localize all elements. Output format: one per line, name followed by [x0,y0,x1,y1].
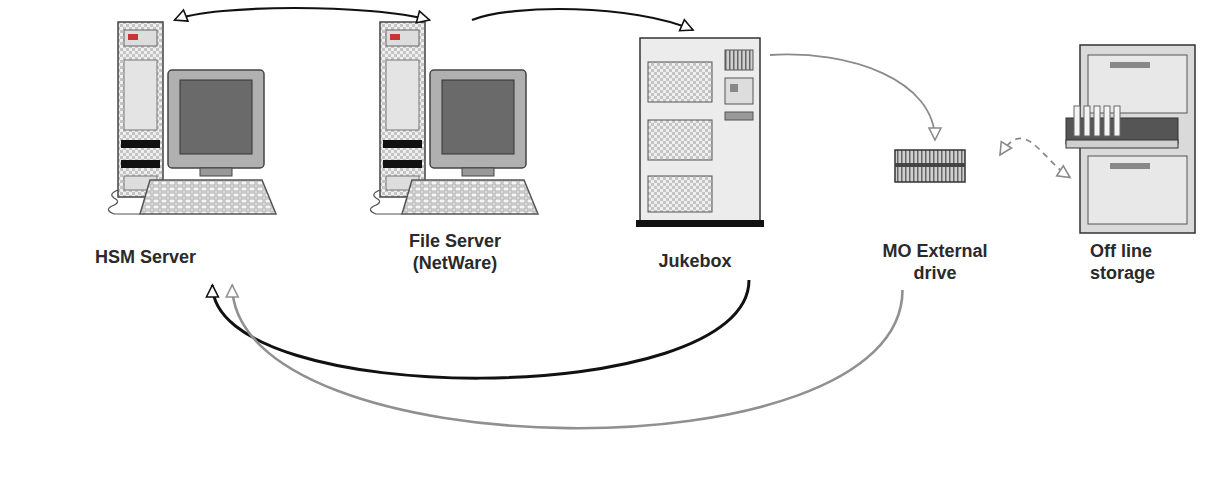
flow-arrow [1000,138,1070,177]
mo-drive [895,150,965,182]
storage-cabinet [1066,45,1195,233]
flow-arrow [472,9,693,30]
device-node: MO External drive [870,140,1000,290]
jukebox-cabinet [636,38,764,227]
flow-arrow [175,8,430,20]
device-node: Jukebox [630,30,770,280]
hsm-computer [108,22,276,214]
device-label: File Server (NetWare) [395,230,515,274]
device-node: HSM Server [90,20,270,285]
device-label: Off line storage [1090,240,1182,284]
device-label: MO External drive [875,240,995,284]
flow-arrow [232,285,902,428]
flow-arrow [770,54,935,140]
flow-arrow [212,280,749,378]
device-label: HSM Server [95,246,235,268]
device-node: Off line storage [1070,40,1200,290]
device-label: Jukebox [640,250,750,272]
file-server-computer [370,22,538,214]
device-node: File Server (NetWare) [370,20,540,290]
